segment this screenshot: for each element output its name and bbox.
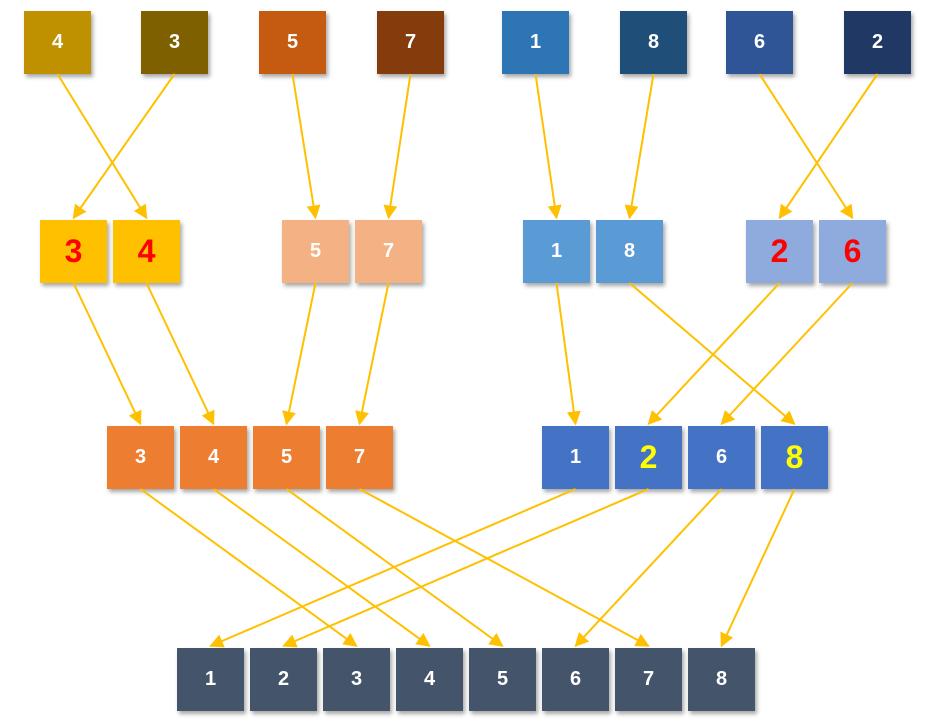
row2-box-8: 6 bbox=[819, 220, 886, 283]
row2-box-label: 1 bbox=[550, 240, 563, 262]
row1-box-label: 2 bbox=[871, 31, 884, 53]
row2-box-label: 6 bbox=[843, 233, 862, 269]
row1-row2-arrow-8 bbox=[778, 73, 879, 220]
row3-box-label: 6 bbox=[715, 446, 728, 468]
row3-box-label: 8 bbox=[785, 439, 804, 475]
row1-box-label: 8 bbox=[647, 31, 660, 53]
row1-box-label: 3 bbox=[168, 31, 181, 53]
row3-box-3: 5 bbox=[253, 426, 320, 489]
row3-box-6: 2 bbox=[615, 426, 682, 489]
row4-box-label: 3 bbox=[350, 668, 363, 690]
row3-box-label: 5 bbox=[280, 446, 293, 468]
row4-box-label: 1 bbox=[204, 668, 217, 690]
row4-box-7: 7 bbox=[615, 648, 682, 711]
row3-row4-arrow-8 bbox=[720, 488, 796, 648]
row1-box-label: 1 bbox=[529, 31, 542, 53]
row4-box-label: 4 bbox=[423, 668, 436, 690]
row4-box-1: 1 bbox=[177, 648, 244, 711]
row3-box-2: 4 bbox=[180, 426, 247, 489]
row1-box-label: 7 bbox=[404, 31, 417, 53]
row3-box-7: 6 bbox=[688, 426, 755, 489]
row2-box-3: 5 bbox=[282, 220, 349, 283]
row2-box-7: 2 bbox=[746, 220, 813, 283]
row2-box-label: 7 bbox=[382, 240, 395, 262]
row1-box-6: 8 bbox=[620, 11, 687, 74]
row2-row3-arrow-7 bbox=[647, 282, 781, 426]
row3-row4-arrow-2 bbox=[212, 488, 431, 647]
row1-row2-arrow-7 bbox=[758, 73, 854, 220]
row4-box-5: 5 bbox=[469, 648, 536, 711]
row1-row2-arrow-6 bbox=[624, 73, 655, 220]
row2-box-label: 5 bbox=[309, 240, 322, 262]
row1-box-7: 6 bbox=[726, 11, 793, 74]
row1-box-label: 6 bbox=[753, 31, 766, 53]
row4-box-6: 6 bbox=[542, 648, 609, 711]
row3-box-5: 1 bbox=[542, 426, 609, 489]
row2-row3-arrow-1 bbox=[72, 282, 142, 426]
row2-box-2: 4 bbox=[113, 220, 180, 283]
row3-box-label: 4 bbox=[207, 446, 220, 468]
row2-box-label: 8 bbox=[623, 240, 636, 262]
row1-row2-arrow-2 bbox=[72, 73, 176, 220]
row4-box-label: 8 bbox=[715, 668, 728, 690]
row2-box-label: 3 bbox=[64, 233, 83, 269]
row4-box-4: 4 bbox=[396, 648, 463, 711]
row2-box-5: 1 bbox=[523, 220, 590, 283]
row4-box-label: 6 bbox=[569, 668, 582, 690]
row3-box-label: 1 bbox=[569, 446, 582, 468]
row4-box-3: 3 bbox=[323, 648, 390, 711]
row1-row2-arrow-1 bbox=[56, 73, 148, 220]
row1-row2-arrow-5 bbox=[534, 73, 562, 220]
row1-box-label: 4 bbox=[51, 31, 64, 53]
row2-row3-arrow-2 bbox=[145, 282, 215, 426]
row2-box-6: 8 bbox=[596, 220, 663, 283]
row1-box-4: 7 bbox=[377, 11, 444, 74]
row2-box-label: 2 bbox=[770, 233, 789, 269]
row2-row3-arrow-6 bbox=[628, 282, 796, 425]
row3-row4-arrow-5 bbox=[209, 488, 576, 648]
row1-row2-arrow-4 bbox=[383, 73, 412, 220]
row2-box-4: 7 bbox=[355, 220, 422, 283]
row3-row4-arrow-6 bbox=[282, 488, 649, 648]
row3-box-1: 3 bbox=[107, 426, 174, 489]
row3-row4-arrow-1 bbox=[139, 488, 358, 647]
row1-box-label: 5 bbox=[286, 31, 299, 53]
row2-box-label: 4 bbox=[137, 233, 156, 269]
row2-row3-arrow-5 bbox=[555, 282, 581, 426]
row1-box-3: 5 bbox=[259, 11, 326, 74]
row1-box-8: 2 bbox=[844, 11, 911, 74]
row3-box-8: 8 bbox=[761, 426, 828, 489]
row1-box-5: 1 bbox=[502, 11, 569, 74]
row3-box-label: 3 bbox=[134, 446, 147, 468]
row1-box-2: 3 bbox=[141, 11, 208, 74]
row2-box-1: 3 bbox=[40, 220, 107, 283]
row1-box-1: 4 bbox=[24, 11, 91, 74]
row4-box-label: 5 bbox=[496, 668, 509, 690]
row2-row3-arrow-8 bbox=[720, 282, 854, 426]
row3-row4-arrow-4 bbox=[359, 488, 650, 647]
row4-box-2: 2 bbox=[250, 648, 317, 711]
row4-box-label: 7 bbox=[642, 668, 655, 690]
row3-row4-arrow-3 bbox=[285, 488, 504, 647]
row2-row3-arrow-3 bbox=[282, 282, 317, 426]
row3-box-label: 7 bbox=[353, 446, 366, 468]
row1-row2-arrow-3 bbox=[291, 73, 321, 220]
row4-box-8: 8 bbox=[688, 648, 755, 711]
row2-row3-arrow-4 bbox=[355, 282, 390, 426]
row3-box-4: 7 bbox=[326, 426, 393, 489]
row3-row4-arrow-7 bbox=[574, 488, 723, 648]
row3-box-label: 2 bbox=[639, 439, 658, 475]
row4-box-label: 2 bbox=[277, 668, 290, 690]
